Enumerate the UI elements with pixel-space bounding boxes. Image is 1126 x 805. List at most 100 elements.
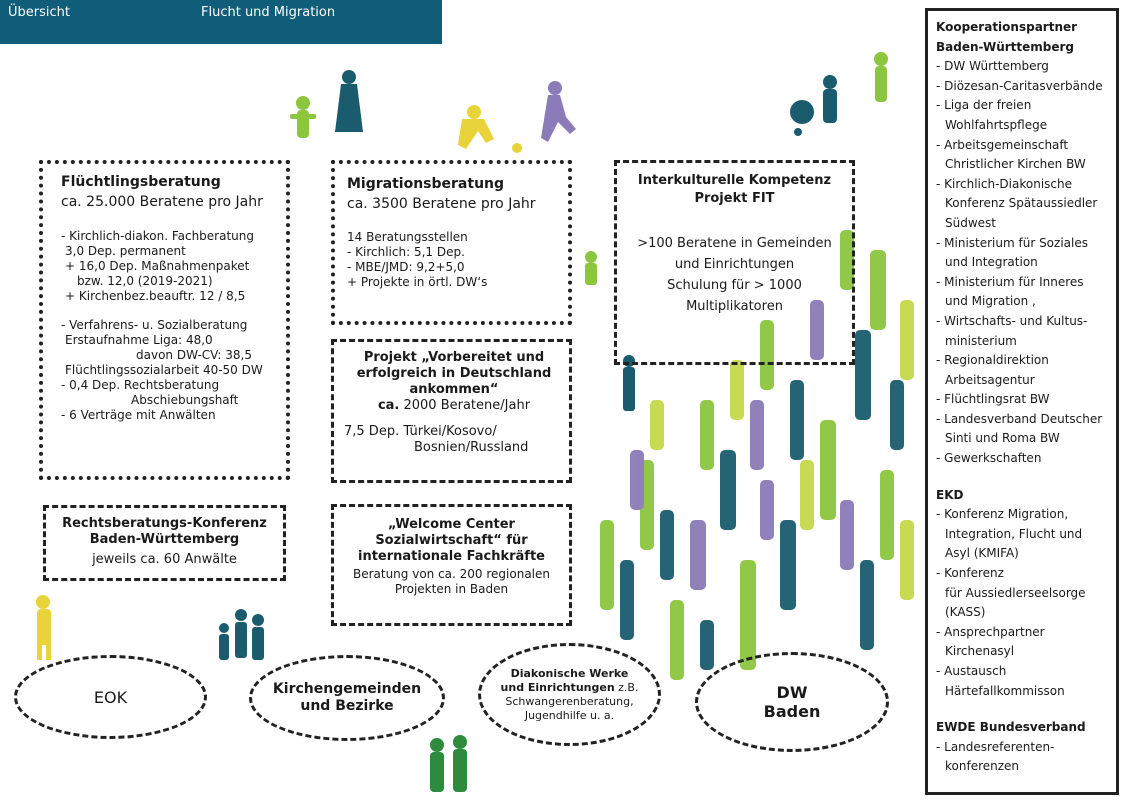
sidebar-heading: Baden-Württemberg: [936, 39, 1075, 54]
fl-line: - 6 Verträge mit Anwälten: [61, 408, 216, 422]
sidebar-item: - Austausch: [936, 664, 1007, 678]
sidebar-item: Sinti und Roma BW: [945, 431, 1060, 446]
sidebar-item: konferenzen: [945, 759, 1020, 774]
welcome-title: internationale Fachkräfte: [358, 549, 545, 564]
rechts-box: Rechtsberatungs-Konferenz Baden-Württemb…: [43, 505, 286, 581]
sidebar-item: - Ministerium für Soziales: [936, 235, 1088, 250]
diakonie-ellipse: Diakonische Werke und Einrichtungen z.B.…: [478, 643, 661, 746]
vorb-title: ankommen“: [409, 382, 499, 397]
sidebar-heading: EWDE Bundesverband: [936, 720, 1086, 735]
vorb-line: Bosnien/Russland: [414, 440, 529, 455]
fluechtling-title: Flüchtlingsberatung: [61, 174, 221, 190]
sidebar-item: Asyl (KMIFA): [945, 546, 1019, 561]
sidebar-item: Christlicher Kirchen BW: [945, 157, 1086, 172]
fl-line: Abschiebungshaft: [131, 393, 239, 407]
nav-topic-link[interactable]: Flucht und Migration: [201, 5, 336, 20]
migration-subtitle: ca. 3500 Beratene pro Jahr: [347, 196, 536, 212]
dw-label: Baden: [763, 702, 821, 721]
sidebar-item: Arbeitsagentur: [945, 372, 1035, 387]
dw-baden-ellipse: DW Baden: [695, 652, 889, 752]
sidebar-item: - Gewerkschaften: [936, 451, 1042, 466]
vorb-title: erfolgreich in Deutschland: [356, 366, 552, 381]
fl-line: Flüchtlingssozialarbeit 40-50 DW: [65, 363, 263, 377]
sidebar-item: - Ministerium für Inneres: [936, 274, 1084, 289]
welcome-box: „Welcome Center Sozialwirtschaft“ für in…: [331, 504, 572, 626]
dw-label: DW: [776, 683, 808, 702]
fl-line: 3,0 Dep. permanent: [65, 244, 186, 258]
sidebar-item: - Konferenz: [936, 566, 1004, 581]
vorb-sub-bold: ca.: [377, 398, 400, 413]
vorbereitet-box: Projekt „Vorbereitet und erfolgreich in …: [331, 339, 572, 483]
welcome-title: „Welcome Center: [388, 517, 515, 532]
partner-sidebar: Kooperationspartner Baden-Württemberg - …: [925, 8, 1119, 795]
kirchen-label: und Bezirke: [300, 698, 394, 714]
mig-line: - Kirchlich: 5,1 Dep.: [347, 245, 465, 259]
sidebar-item: ministerium: [945, 333, 1017, 348]
welcome-title: Sozialwirtschaft“ für: [375, 533, 528, 548]
rechts-title: Rechtsberatungs-Konferenz: [62, 516, 267, 531]
diak-label: und Einrichtungen: [500, 680, 615, 694]
sidebar-item: Wohlfahrtspflege: [945, 117, 1048, 132]
sidebar-item: - Landesreferenten-: [936, 739, 1055, 754]
migration-box: Migrationsberatung ca. 3500 Beratene pro…: [331, 160, 572, 325]
diak-label: Diakonische Werke: [510, 666, 629, 680]
fl-line: Erstaufnahme Liga: 48,0: [65, 333, 213, 347]
rechts-title: Baden-Württemberg: [89, 532, 240, 547]
sidebar-item: - Liga der freien: [936, 98, 1032, 113]
fl-line: - Kirchlich-diakon. Fachberatung: [61, 229, 255, 243]
diak-label: Schwangerenberatung,: [505, 694, 634, 708]
sidebar-item: - Flüchtlingsrat BW: [936, 392, 1050, 407]
sidebar-item: und Integration: [945, 255, 1038, 270]
sidebar-item: Integration, Flucht und: [945, 526, 1083, 541]
fl-line: + Kirchenbez.beauftr. 12 / 8,5: [65, 289, 246, 303]
sidebar-item: - Wirtschafts- und Kultus-: [936, 313, 1088, 328]
migration-title: Migrationsberatung: [347, 176, 505, 192]
fluechtling-subtitle: ca. 25.000 Beratene pro Jahr: [61, 194, 263, 210]
sidebar-item: - Konferenz Migration,: [936, 507, 1069, 522]
eok-label: EOK: [93, 687, 128, 707]
vorb-title: Projekt „Vorbereitet und: [363, 350, 545, 365]
sidebar-item: - Kirchlich-Diakonische: [936, 176, 1072, 191]
eok-ellipse: EOK: [14, 655, 207, 739]
welcome-line: Beratung von ca. 200 regionalen: [352, 567, 551, 581]
fit-line: Schulung für > 1000: [667, 278, 802, 293]
sidebar-item: - DW Württemberg: [936, 59, 1049, 74]
kirchen-ellipse: Kirchengemeinden und Bezirke: [249, 655, 445, 741]
sidebar-item: - Landesverband Deutscher: [936, 411, 1103, 426]
sidebar-item: Konferenz Spätaussiedler: [945, 196, 1098, 211]
sidebar-item: - Regionaldirektion: [936, 353, 1049, 368]
sidebar-item: für Aussiedlerseelsorge: [945, 585, 1086, 600]
mig-line: 14 Beratungsstellen: [347, 230, 468, 244]
top-figures: [290, 52, 888, 153]
sidebar-item: - Ansprechpartner: [936, 624, 1045, 639]
sidebar-item: - Arbeitsgemeinschaft: [936, 137, 1069, 152]
rechts-sub: jeweils ca. 60 Anwälte: [92, 552, 237, 567]
sidebar-item: Südwest: [945, 215, 996, 230]
mig-line: - MBE/JMD: 9,2+5,0: [347, 260, 465, 274]
sidebar-item: und Migration ,: [945, 294, 1036, 309]
fl-line: bzw. 12,0 (2019-2021): [77, 274, 213, 288]
sidebar-item: Härtefallkommisson: [945, 683, 1065, 698]
fl-line: - Verfahrens- u. Sozialberatung: [61, 318, 248, 332]
fit-title: Projekt FIT: [694, 191, 775, 206]
welcome-line: Projekten in Baden: [394, 582, 509, 596]
sidebar-heading: Kooperationspartner: [936, 20, 1078, 34]
vorb-line: 7,5 Dep. Türkei/Kosovo/: [344, 424, 497, 439]
fit-line: >100 Beratene in Gemeinden: [637, 236, 832, 251]
sidebar-item: Kirchenasyl: [945, 644, 1015, 659]
fit-line: Multiplikatoren: [686, 299, 783, 314]
fit-box: Interkulturelle Kompetenz Projekt FIT >1…: [614, 160, 855, 365]
nav-overview-link[interactable]: Übersicht: [8, 5, 70, 20]
kirchen-label: Kirchengemeinden: [272, 681, 422, 697]
diak-label: z.B.: [614, 680, 639, 694]
diak-label: Jugendhilfe u. a.: [524, 708, 615, 722]
sidebar-item: (KASS): [945, 605, 986, 620]
fl-line: davon DW-CV: 38,5: [136, 348, 252, 362]
sidebar-item: - Diözesan-Caritasverbände: [936, 78, 1103, 93]
fit-line: und Einrichtungen: [674, 257, 795, 272]
fluechtling-box: Flüchtlingsberatung ca. 25.000 Beratene …: [39, 160, 290, 480]
vorb-sub: 2000 Beratene/Jahr: [399, 398, 531, 413]
sidebar-heading: EKD: [936, 487, 964, 502]
header-bar: Übersicht Flucht und Migration: [0, 0, 442, 44]
fl-line: - 0,4 Dep. Rechtsberatung: [61, 378, 220, 392]
